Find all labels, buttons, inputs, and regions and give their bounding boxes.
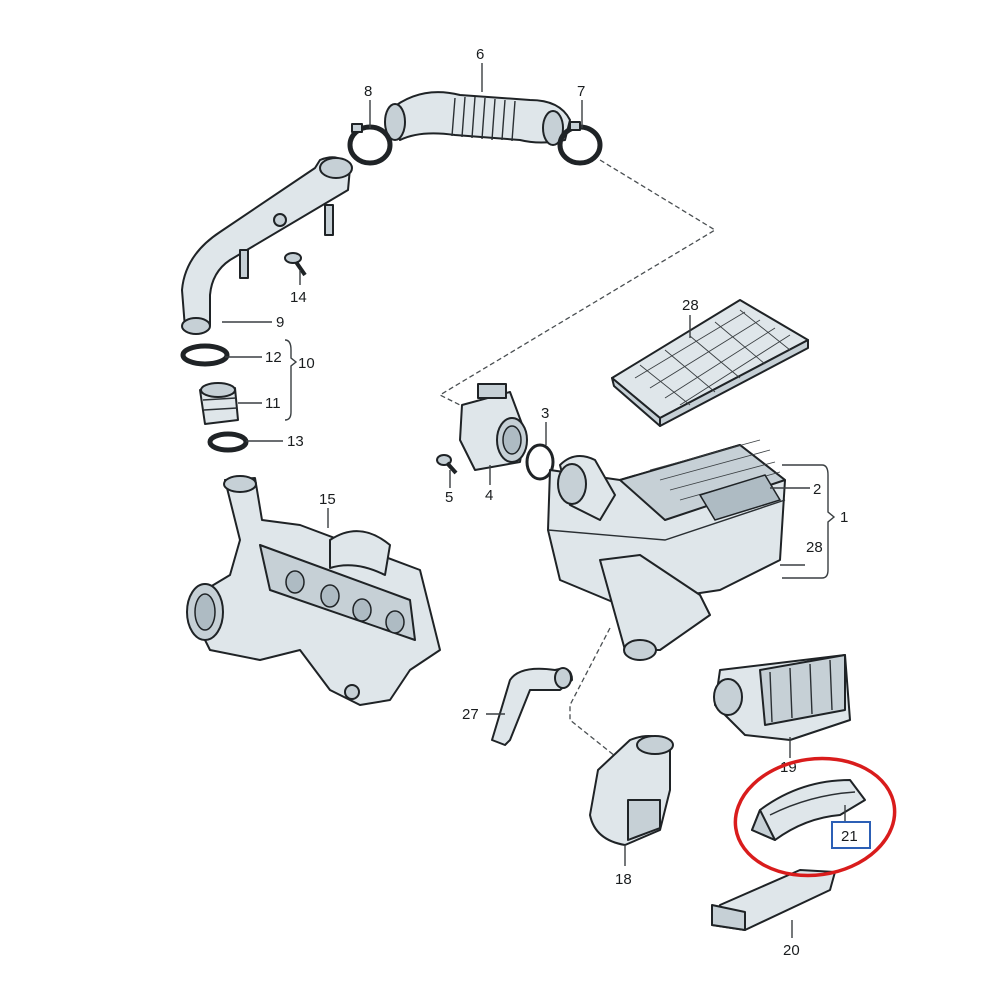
callout-9: 9 [276,314,284,331]
part-9-charge-pipe [181,156,353,335]
callout-14: 14 [290,289,307,306]
part-19-air-guide [713,654,851,741]
part-11-sleeve [199,382,239,425]
callout-6: 6 [476,46,484,63]
callout-10: 10 [298,355,315,372]
part-3-o-ring [525,443,555,481]
callout-7: 7 [577,83,585,100]
part-4-maf-sensor [459,383,528,471]
highlight-label-box [831,821,871,849]
callout-1: 1 [840,509,848,526]
callout-21: 21 [841,828,858,845]
leader-lines [222,63,846,938]
callout-3: 3 [541,405,549,422]
callout-20: 20 [783,942,800,959]
callout-labels: 6 8 7 14 9 12 10 11 13 15 28 3 4 5 2 1 2… [265,46,848,959]
part-13-clamp [207,431,249,453]
callout-27: 27 [462,706,479,723]
highlight-ring [733,756,897,878]
callout-28-bottom: 28 [806,539,823,556]
callout-8: 8 [364,83,372,100]
part-8-clamp [347,123,393,166]
part-14-bolt [284,252,307,277]
part-1-air-filter-housing [547,439,786,661]
callout-11: 11 [265,395,281,412]
callout-15: 15 [319,491,336,508]
part-28-filter-element [611,299,809,427]
part-27-breather-hose [491,667,573,746]
callout-18: 18 [615,871,632,888]
callout-28-top: 28 [682,297,699,314]
part-6-intake-hose [384,91,571,146]
callout-13: 13 [287,433,304,450]
part-21-cover [751,779,866,841]
callout-2: 2 [813,481,821,498]
part-5-screw [436,454,458,475]
part-20-lower-duct [711,869,836,931]
callout-5: 5 [445,489,453,506]
part-7-clamp [557,121,603,166]
callout-4: 4 [485,487,493,504]
part-18-intake-duct [589,735,674,846]
callout-12: 12 [265,349,282,366]
part-12-clamp [180,343,230,367]
highlight-part-21: 21 [733,756,897,878]
part-15-turbocharger [186,475,441,706]
brackets [284,339,836,579]
